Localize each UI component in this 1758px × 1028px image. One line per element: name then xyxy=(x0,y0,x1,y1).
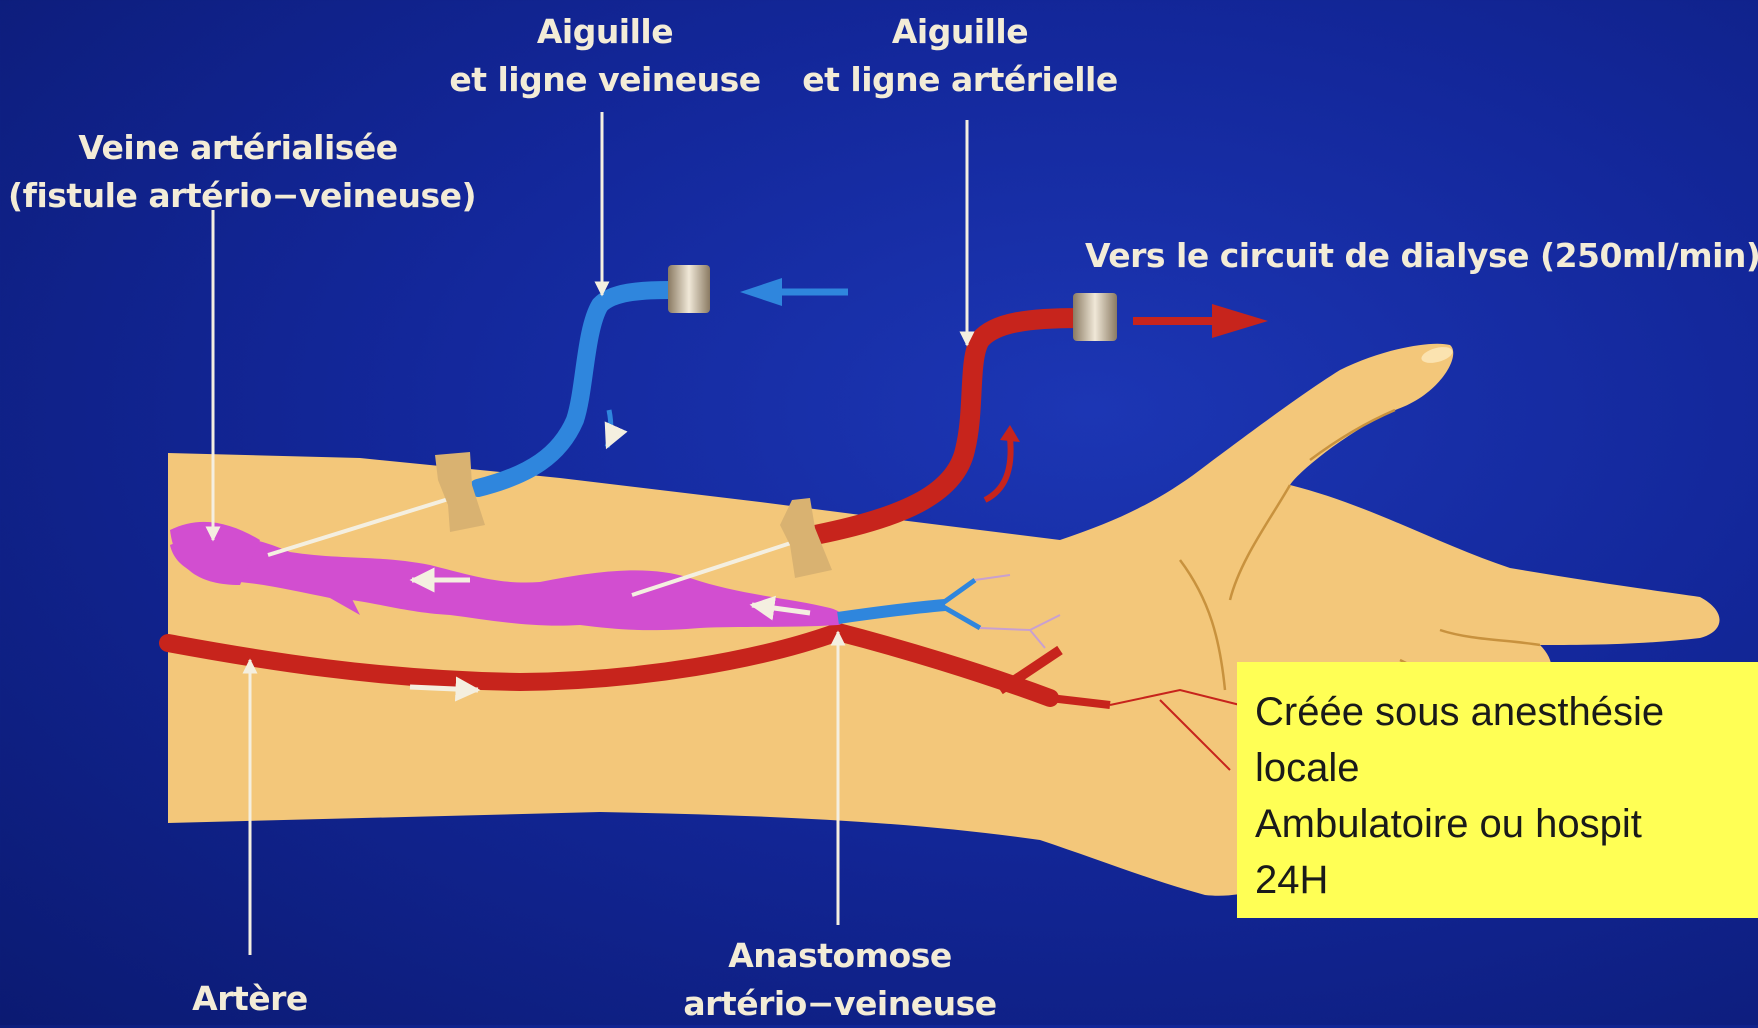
arterial-flow-arrowhead xyxy=(1000,425,1020,442)
artery-flow-arrow xyxy=(410,687,478,690)
note-line: Créée sous anesthésie xyxy=(1255,684,1758,740)
note-line: 24H xyxy=(1255,852,1758,908)
note-line: locale xyxy=(1255,740,1758,796)
venous-needle-label-line2: et ligne veineuse xyxy=(440,56,770,104)
venous-needle-label: Aiguille et ligne veineuse xyxy=(440,8,770,104)
venous-line-connector xyxy=(668,265,710,313)
arterialized-vein-label-line1: Veine artérialisée xyxy=(8,124,468,172)
arterialized-vein-label: Veine artérialisée (fistule artério−vein… xyxy=(8,124,468,220)
venous-flow-arrow xyxy=(607,410,611,447)
arterial-line-tube xyxy=(815,318,1080,535)
venous-needle-label-line1: Aiguille xyxy=(440,8,770,56)
arterialized-vein-label-line2: (fistule artério−veineuse) xyxy=(8,172,468,220)
dialysis-circuit-label: Vers le circuit de dialyse (250ml/min) xyxy=(1085,232,1758,280)
artery-label: Artère xyxy=(170,975,330,1023)
venous-return-arrowhead xyxy=(740,278,782,306)
arterial-flow-arrow xyxy=(985,438,1011,500)
arterial-needle-label: Aiguille et ligne artérielle xyxy=(795,8,1125,104)
note-box: Créée sous anesthésie locale Ambulatoire… xyxy=(1237,662,1758,918)
anastomosis-label-line2: artério−veineuse xyxy=(670,980,1010,1028)
anastomosis-label: Anastomose artério−veineuse xyxy=(670,932,1010,1028)
arterial-needle-label-line1: Aiguille xyxy=(795,8,1125,56)
arterial-outflow-arrowhead xyxy=(1212,304,1268,338)
arterial-line-connector xyxy=(1073,293,1117,341)
note-line: Ambulatoire ou hospit xyxy=(1255,796,1758,852)
anastomosis-label-line1: Anastomose xyxy=(670,932,1010,980)
venous-line-tube xyxy=(478,290,670,488)
arterial-needle-label-line2: et ligne artérielle xyxy=(795,56,1125,104)
